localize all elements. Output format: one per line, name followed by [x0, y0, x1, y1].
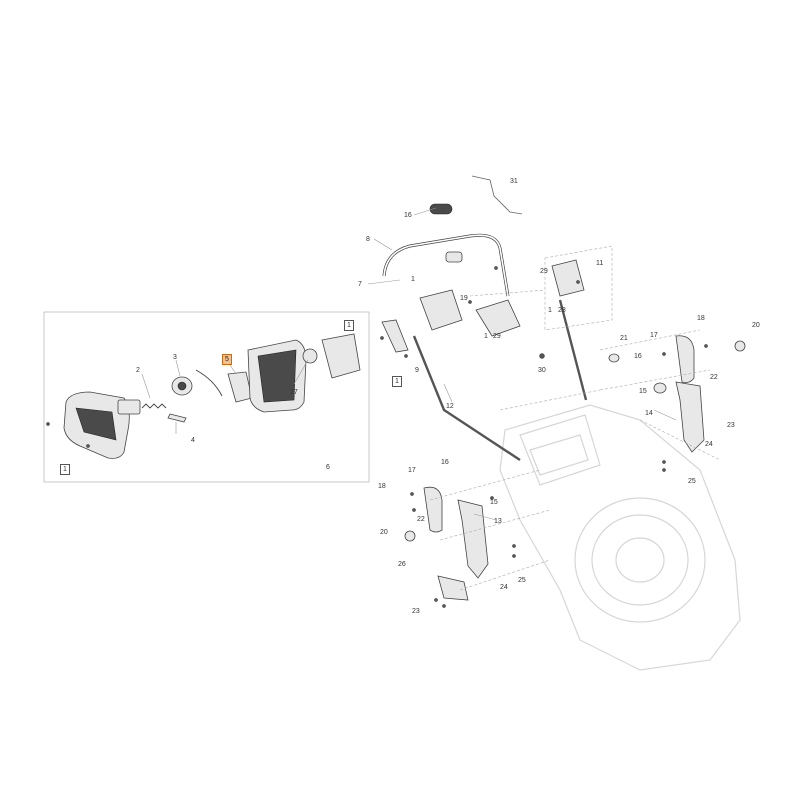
- part-label-9: 9: [415, 367, 419, 374]
- part-label-26: 26: [398, 561, 406, 568]
- control-cable: [471, 175, 523, 215]
- throttle-control: [429, 203, 463, 263]
- inset-key: [167, 413, 187, 423]
- part-label-23: 23: [412, 608, 420, 615]
- inset-knob: [302, 348, 318, 364]
- part-label-13: 13: [494, 518, 502, 525]
- part-label-23: 23: [727, 422, 735, 429]
- part-label-18: 18: [697, 315, 705, 322]
- inset-switch-block: [117, 399, 141, 415]
- part-label-17: 17: [650, 332, 658, 339]
- part-label-6: 6: [326, 464, 330, 471]
- part-label-16: 16: [404, 212, 412, 219]
- part-label-22: 22: [710, 374, 718, 381]
- part-label-24: 24: [500, 584, 508, 591]
- inset-main-housing: [247, 339, 307, 413]
- part-label-11: 11: [596, 260, 604, 267]
- part-label-15: 15: [639, 388, 647, 395]
- part-label-1: 1: [344, 320, 354, 331]
- part-label-1: 1: [60, 464, 70, 475]
- handle-bracket-left: [381, 289, 463, 353]
- part-label-30: 30: [538, 367, 546, 374]
- part-label-1: 1: [411, 276, 415, 283]
- assembly-lines: [429, 245, 721, 591]
- height-adjuster-front: [404, 486, 489, 601]
- part-label-8: 8: [366, 236, 370, 243]
- inset-housing-cover: [63, 391, 130, 459]
- part-label-29: 29: [540, 268, 548, 275]
- inset-spring: [141, 403, 167, 409]
- part-label-28: 28: [558, 307, 566, 314]
- part-label-31: 31: [510, 178, 518, 185]
- part-label-29: 29: [493, 333, 501, 340]
- part-label-14: 14: [645, 410, 653, 417]
- part-label-20: 20: [380, 529, 388, 536]
- lower-handle: [412, 299, 588, 462]
- part-label-17: 17: [408, 467, 416, 474]
- part-label-3: 3: [173, 354, 177, 361]
- upper-handle: [382, 233, 510, 297]
- screws: [46, 266, 708, 608]
- part-label-18: 18: [378, 483, 386, 490]
- height-adjuster-rear: [608, 335, 746, 453]
- part-label-12: 12: [446, 403, 454, 410]
- part-label-16: 16: [634, 353, 642, 360]
- part-label-4: 4: [191, 437, 195, 444]
- part-label-1: 1: [484, 333, 488, 340]
- part-label-15: 15: [490, 499, 498, 506]
- mower-deck: [499, 404, 741, 671]
- part-label-16: 16: [441, 459, 449, 466]
- part-label-21: 21: [620, 335, 628, 342]
- part-label-1: 1: [392, 376, 402, 387]
- inset-cable-lever: [195, 369, 253, 403]
- part-label-22: 22: [417, 516, 425, 523]
- part-label-25: 25: [688, 478, 696, 485]
- part-label-25: 25: [518, 577, 526, 584]
- inset-end-cap: [321, 333, 361, 379]
- part-label-1: 1: [548, 307, 552, 314]
- part-label-24: 24: [705, 441, 713, 448]
- part-label-19: 19: [460, 295, 468, 302]
- detail-inset-frame: [43, 311, 370, 483]
- leader-lines: [141, 207, 677, 521]
- inset-lock-cylinder: [171, 376, 193, 396]
- handle-bracket-right: [475, 259, 585, 337]
- part-label-5-highlighted: 5: [222, 354, 232, 365]
- part-label-27: 27: [290, 389, 298, 396]
- part-label-2: 2: [136, 367, 140, 374]
- part-label-7: 7: [358, 281, 362, 288]
- part-label-20: 20: [752, 322, 760, 329]
